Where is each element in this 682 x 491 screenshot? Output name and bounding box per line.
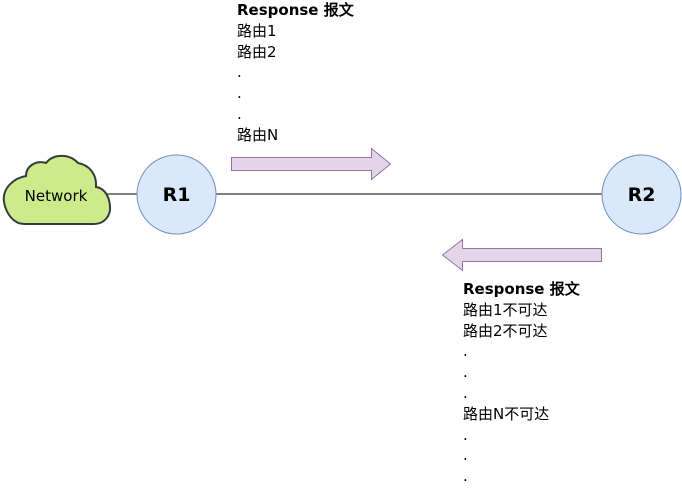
cloud-shape: [2, 154, 112, 225]
route-line: 路由2: [237, 42, 277, 61]
ellipsis-dot: .: [237, 63, 242, 82]
response-message-to-r1: Response 报文 路由1不可达 路由2不可达 . . . 路由N不可达 .…: [463, 279, 580, 487]
ellipsis-dot: .: [463, 363, 468, 382]
route-line: 路由1不可达: [463, 300, 548, 319]
route-line: 路由N: [237, 125, 279, 144]
message-title: Response 报文: [237, 1, 354, 19]
router-r2-circle: [601, 154, 682, 235]
ellipsis-dot: .: [463, 446, 468, 465]
ellipsis-dot: .: [463, 342, 468, 361]
ellipsis-dot: .: [237, 104, 242, 123]
route-line: 路由N不可达: [463, 404, 550, 423]
router-r2-label: R2: [628, 184, 656, 206]
route-line: 路由1: [237, 21, 277, 40]
ellipsis-dot: .: [463, 467, 468, 486]
router-r2: R2: [601, 154, 682, 235]
router-r1: R1: [136, 154, 217, 235]
arrow-right: [231, 147, 392, 181]
router-r1-circle: [136, 154, 217, 235]
ellipsis-dot: .: [237, 84, 242, 103]
router-r1-label: R1: [163, 184, 191, 206]
message-title: Response 报文: [463, 280, 580, 298]
route-line: 路由2不可达: [463, 321, 548, 340]
ellipsis-dot: .: [463, 425, 468, 444]
network-cloud: Network: [2, 154, 112, 225]
response-message-to-r2: Response 报文 路由1 路由2 . . . 路由N: [237, 0, 354, 146]
arrow-left: [441, 238, 602, 272]
cloud-label: Network: [25, 187, 88, 205]
ellipsis-dot: .: [463, 383, 468, 402]
